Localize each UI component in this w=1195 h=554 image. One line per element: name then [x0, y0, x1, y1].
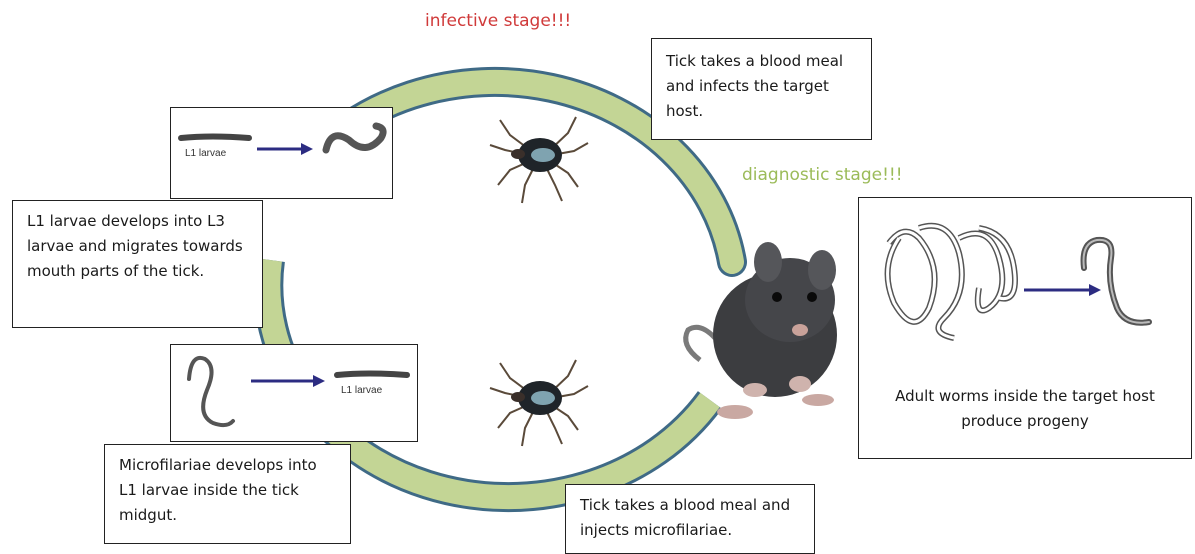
figure-box-microfilariae-to-l1: L1 larvae: [170, 344, 418, 442]
l1-larva-icon: [337, 374, 407, 376]
step-text-l1-to-l3: L1 larvae develops into L3 larvae and mi…: [27, 209, 248, 284]
figure-box-l1-to-l3: L1 larvae: [170, 107, 393, 199]
step-box-tick-injects: Tick takes a blood meal and injects micr…: [565, 484, 815, 554]
l1-larva-icon: [181, 137, 249, 139]
step-box-tick-infects: Tick takes a blood meal and infects the …: [651, 38, 872, 140]
tick-bottom-icon: [490, 360, 588, 446]
l1-larvae-label-top: L1 larvae: [185, 148, 227, 159]
arrow-icon: [257, 143, 313, 155]
adult-worm-icon: [1084, 240, 1149, 323]
step-text-adult-worms: Adult worms inside the target host produ…: [869, 384, 1181, 434]
step-box-l1-to-l3: L1 larvae develops into L3 larvae and mi…: [12, 200, 263, 328]
l1-to-l3-figure: L1 larvae: [171, 108, 392, 198]
microfilaria-icon: [189, 358, 233, 425]
arrow-icon: [1024, 284, 1101, 296]
step-text-tick-injects: Tick takes a blood meal and injects micr…: [580, 493, 800, 543]
diagnostic-stage-label: diagnostic stage!!!: [742, 165, 903, 185]
step-box-microfilariae-to-l1: Microfilariae develops into L1 larvae in…: [104, 444, 351, 544]
l1-larvae-label-bottom: L1 larvae: [341, 385, 383, 396]
infective-stage-label: infective stage!!!: [425, 11, 571, 31]
tick-top-icon: [490, 117, 588, 203]
adult-worms-figure: [859, 198, 1191, 348]
step-text-microfilariae-to-l1: Microfilariae develops into L1 larvae in…: [119, 453, 336, 528]
l3-larva-icon: [326, 126, 383, 150]
arrow-icon: [251, 375, 325, 387]
step-text-tick-infects: Tick takes a blood meal and infects the …: [666, 49, 857, 124]
adult-worms-tangle-icon: [888, 226, 1015, 338]
microfilariae-to-l1-figure: L1 larvae: [171, 345, 417, 441]
step-box-adult-worms: Adult worms inside the target host produ…: [858, 197, 1192, 459]
mouse-icon: [686, 242, 837, 419]
